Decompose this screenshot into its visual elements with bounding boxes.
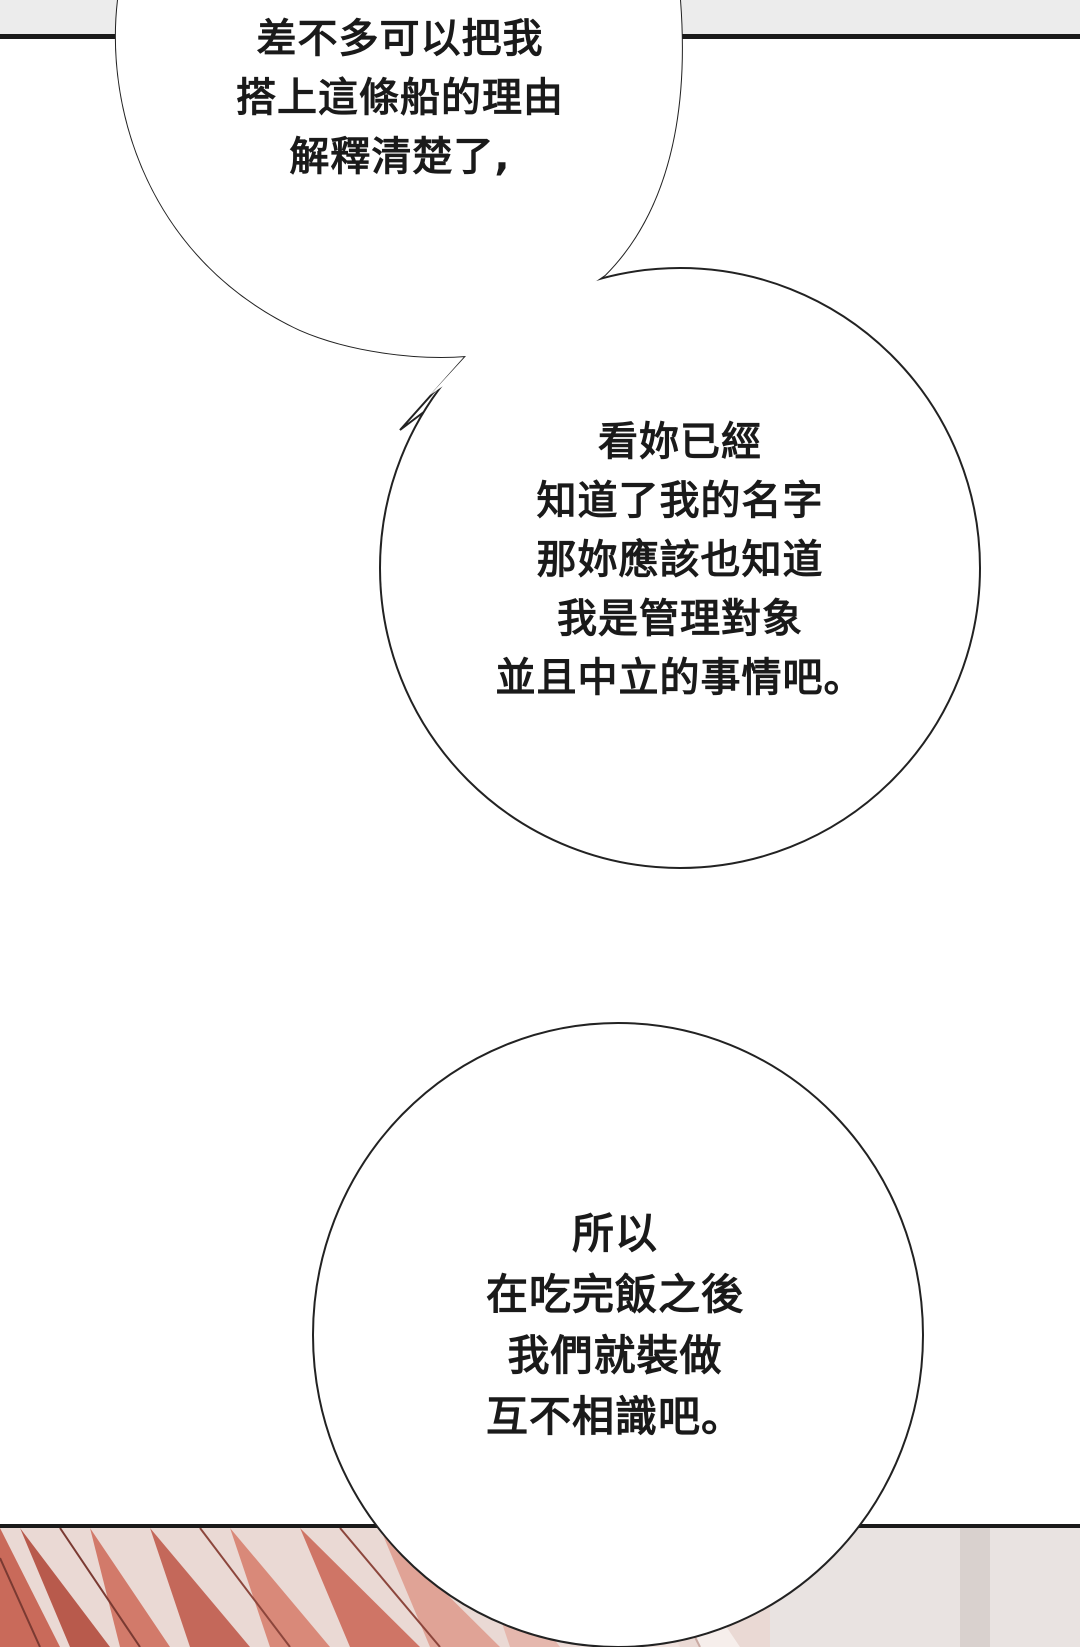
bubble-line: 差不多可以把我 (256, 16, 544, 62)
bubble-line: 我是管理對象 (557, 596, 803, 642)
speech-bubble-top-overlap (115, 0, 682, 395)
bubble-middle-text: 看妳已經 知道了我的名字 那妳應該也知道 我是管理對象 並且中立的事情吧。 (440, 413, 920, 708)
bubble-line: 我們就裝做 (507, 1331, 723, 1380)
bubble-line: 並且中立的事情吧。 (495, 655, 865, 701)
bubble-line: 知道了我的名字 (536, 478, 824, 524)
bubble-bottom-text: 所以 在吃完飯之後 我們就裝做 互不相識吧。 (405, 1203, 825, 1447)
bubble-top-text: 差不多可以把我 搭上這條船的理由 解釋清楚了, (160, 10, 640, 187)
bubble-line: 在吃完飯之後 (485, 1270, 744, 1319)
bubble-line: 那妳應該也知道 (536, 537, 824, 583)
bubble-line: 搭上這條船的理由 (236, 75, 564, 121)
bubble-line: 解釋清楚了, (289, 134, 511, 180)
speech-bubble-middle (379, 267, 981, 869)
speech-bubble-bottom (312, 1022, 924, 1647)
bubble-line: 所以 (571, 1209, 658, 1258)
bubble-line: 看妳已經 (598, 419, 762, 465)
bubble-line: 互不相識吧。 (485, 1392, 744, 1441)
